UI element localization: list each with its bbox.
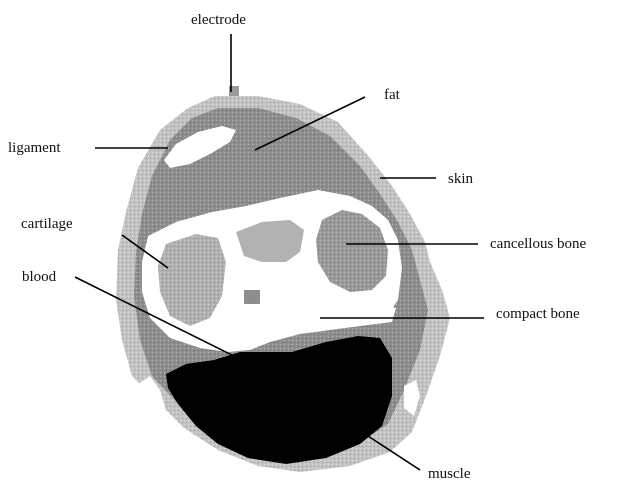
label-cartilage: cartilage: [21, 215, 73, 233]
label-muscle: muscle: [428, 465, 471, 483]
label-fat: fat: [384, 86, 400, 104]
label-blood: blood: [22, 268, 56, 286]
label-ligament: ligament: [8, 139, 61, 157]
label-compact-bone: compact bone: [496, 305, 580, 323]
label-electrode: electrode: [191, 11, 246, 29]
label-cancellous-bone: cancellous bone: [490, 235, 586, 253]
label-skin: skin: [448, 170, 473, 188]
